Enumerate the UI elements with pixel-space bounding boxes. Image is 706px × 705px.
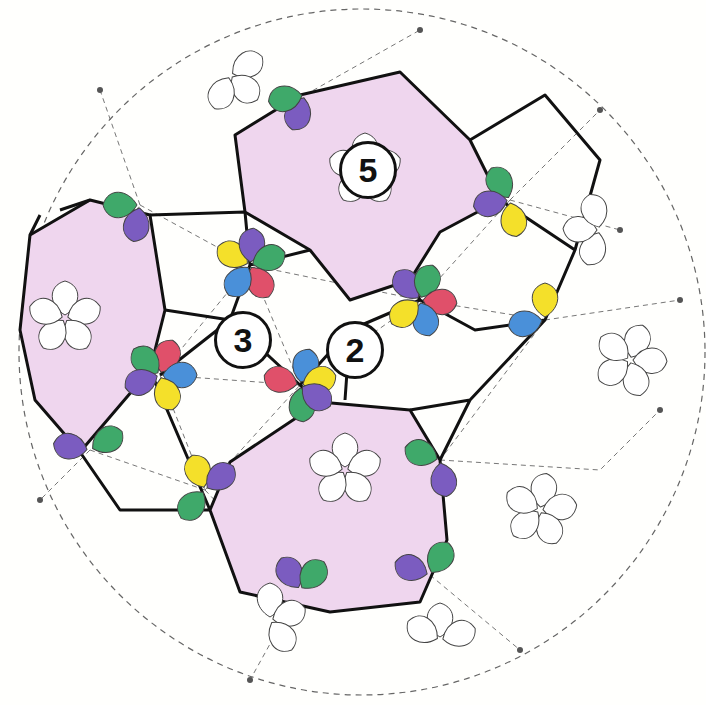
callout-number: 2 — [346, 333, 365, 367]
callout-number: 3 — [234, 323, 253, 357]
callout-circle: 2 — [326, 321, 384, 379]
callout-circle: 3 — [214, 311, 272, 369]
callout-circle: 5 — [339, 141, 397, 199]
callout-number: 5 — [359, 153, 378, 187]
